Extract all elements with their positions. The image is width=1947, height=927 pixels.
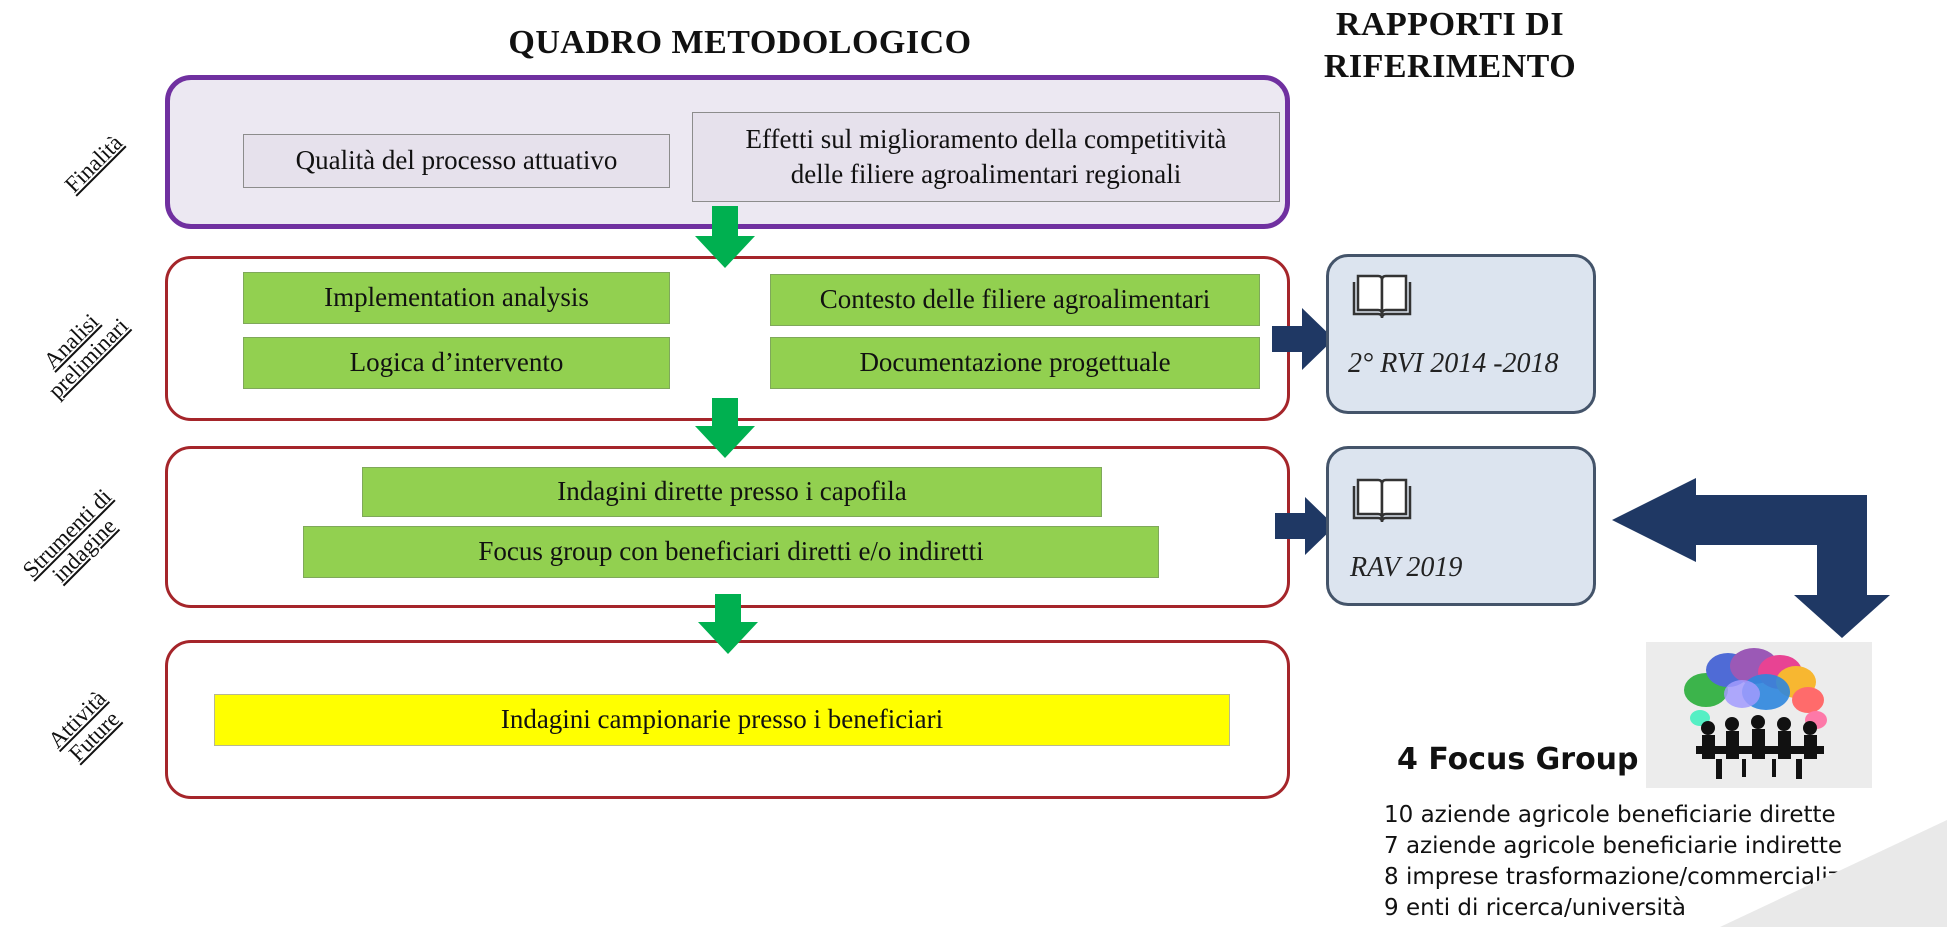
box-effetti-line2: delle filiere agroalimentari regionali xyxy=(790,159,1182,189)
arrow-right-2 xyxy=(1275,497,1335,555)
arrow-down-3 xyxy=(698,594,758,654)
label-attivita-future: Attività Future xyxy=(19,662,152,795)
arrow-down-1 xyxy=(695,206,755,268)
focus-group-item: 7 aziende agricole beneficiarie indirett… xyxy=(1384,833,1843,859)
box-documentazione-progettuale: Documentazione progettuale xyxy=(770,337,1260,389)
box-focus-group: Focus group con beneficiari diretti e/o … xyxy=(303,526,1159,578)
box-implementation-analysis: Implementation analysis xyxy=(243,272,670,324)
bent-arrow xyxy=(1612,478,1890,638)
report-box-rav xyxy=(1326,446,1596,606)
box-logica-intervento: Logica d’intervento xyxy=(243,337,670,389)
reports-title: RAPPORTI DI RIFERIMENTO xyxy=(1300,4,1600,88)
arrow-right-1 xyxy=(1272,308,1334,370)
box-indagini-dirette: Indagini dirette presso i capofila xyxy=(362,467,1102,517)
book-icon xyxy=(1352,478,1412,523)
focus-group-meeting-icon xyxy=(1646,642,1872,788)
box-qualita-processo: Qualità del processo attuativo xyxy=(243,134,670,188)
box-effetti-line1: Effetti sul miglioramento della competit… xyxy=(745,123,1227,154)
reports-title-line2: RIFERIMENTO xyxy=(1323,48,1577,85)
focus-group-item: 9 enti di ricerca/università xyxy=(1384,895,1687,921)
report-rvi-label: 2° RVI 2014 -2018 xyxy=(1348,348,1559,379)
reports-title-line1: RAPPORTI DI xyxy=(1335,6,1565,43)
report-rav-label: RAV 2019 xyxy=(1350,552,1463,583)
focus-group-title: 4 Focus Group xyxy=(1397,742,1639,777)
focus-group-item: 10 aziende agricole beneficiarie dirette xyxy=(1384,802,1836,828)
corner-decoration xyxy=(1720,820,1947,927)
label-finalita: Finalità xyxy=(36,106,152,222)
label-strumenti-indagine: Strumenti di indagine xyxy=(9,476,142,609)
box-contesto-filiere: Contesto delle filiere agroalimentari xyxy=(770,274,1260,326)
label-finalita-text: Finalità xyxy=(59,129,128,198)
main-title: QUADRO METODOLOGICO xyxy=(508,24,972,61)
box-indagini-campionarie: Indagini campionarie presso i beneficiar… xyxy=(214,694,1230,746)
box-effetti-competitivita: Effetti sul miglioramento della competit… xyxy=(692,112,1280,202)
book-icon xyxy=(1352,274,1412,319)
report-box-rvi xyxy=(1326,254,1596,414)
label-analisi-preliminari: Analisi preliminari xyxy=(13,284,146,417)
arrow-down-2 xyxy=(695,398,755,458)
